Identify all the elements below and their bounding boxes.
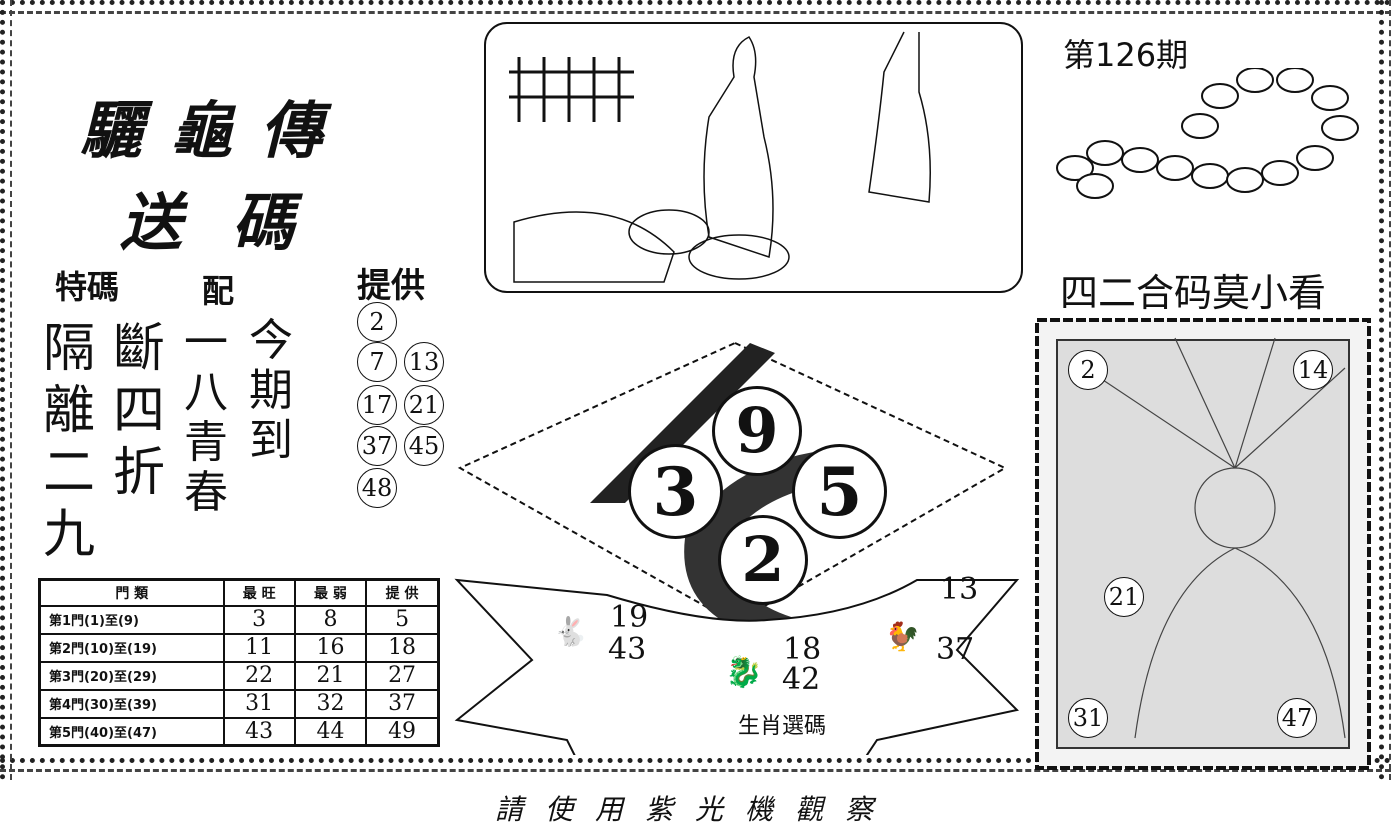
zodiac-label: 生肖選碼 [738,714,827,739]
header-cell: 最 弱 [293,578,368,607]
provide-number: 37 [357,426,397,466]
right-number: 21 [1104,577,1144,617]
riddle-char: 青 [184,417,228,468]
cell: 8 [293,604,368,635]
riddle-char: 二 [42,443,95,503]
riddle-char: 一 [184,317,228,368]
pei-label: 配 [202,272,235,310]
provide-number: 21 [404,385,444,425]
riddle-char: 到 [249,415,293,466]
zodiac-number: 18 [783,632,822,667]
bottom-border-pattern [0,758,1391,772]
right-number: 14 [1293,350,1333,390]
issue-number: 第126期 [1063,36,1189,74]
bead-chain-illustration [1056,68,1359,199]
riddle-column-1: 隔 離 二 九 [38,318,100,566]
lucky-ball: 2 [718,515,808,605]
rooster-icon: 🐓 [885,620,920,653]
cell: 43 [222,716,296,747]
lucky-ball: 3 [628,444,723,539]
cell: 18 [365,632,440,663]
dragon-icon: 🐉 [725,655,763,690]
right-number: 2 [1068,350,1108,390]
zodiac-number: 43 [608,632,647,667]
riddle-column-4: 今 期 到 [245,316,297,466]
right-border-pattern [1379,0,1391,780]
provide-number: 2 [357,302,397,342]
provide-number: 45 [404,426,444,466]
provide-number: 13 [404,342,444,382]
zodiac-number: 19 [610,600,649,635]
riddle-char: 八 [184,367,228,418]
footer-note: 請使用紫光機觀察 [495,793,896,826]
cell: 44 [293,716,368,747]
cell: 37 [365,688,440,719]
left-border-pattern [0,0,12,780]
right-number: 31 [1068,698,1108,738]
riddle-char: 離 [42,381,95,441]
cell: 第4門(30)至(39) [38,688,225,719]
tema-label: 特碼 [55,268,120,306]
cell: 32 [293,688,368,719]
top-border-pattern [0,0,1391,14]
cell: 第2門(10)至(19) [38,632,225,663]
provide-label: 提供 [357,266,425,306]
header-cell: 最 旺 [222,578,296,607]
cell: 27 [365,660,440,691]
cell: 21 [293,660,368,691]
riddle-char: 九 [42,505,95,565]
table-header-row: 門 類 最 旺 最 弱 提 供 [38,578,440,607]
header-cell: 提 供 [365,578,440,607]
riddle-char: 今 [249,315,293,366]
riddle-char: 隔 [42,319,95,379]
cell: 第5門(40)至(47) [38,716,225,747]
subtitle-calligraphy: 送碼 [120,186,345,259]
zodiac-number: 42 [782,662,821,697]
zodiac-number: 37 [936,632,975,667]
riddle-char: 期 [249,365,293,416]
cell: 第1門(1)至(9) [38,604,225,635]
buddha-illustration [1035,318,1371,770]
zodiac-number: 13 [940,572,979,607]
riddle-char: 斷 [112,319,165,379]
lucky-ball: 5 [792,444,887,539]
cell: 22 [222,660,296,691]
right-number: 47 [1277,698,1317,738]
cell: 3 [222,604,296,635]
riddle-char: 春 [184,467,228,518]
cell: 49 [365,716,440,747]
riddle-char: 四 [112,381,165,441]
cell: 第3門(20)至(29) [38,660,225,691]
riddle-column-3: 一 八 青 春 [180,318,232,518]
cell: 31 [222,688,296,719]
cell: 5 [365,604,440,635]
provide-number: 17 [357,385,397,425]
illustration-figures [484,22,1023,293]
provide-number: 7 [357,342,397,382]
riddle-column-2: 斷 四 折 [108,318,170,504]
title-calligraphy: 驪龜傳 [80,94,351,167]
rabbit-icon: 🐇 [553,615,588,648]
cell: 11 [222,632,296,663]
lucky-ball: 9 [712,386,802,476]
header-cell: 門 類 [38,578,225,607]
cell: 16 [293,632,368,663]
riddle-char: 折 [112,443,165,503]
zodiac-banner [454,578,1020,755]
provide-number: 48 [357,468,397,508]
slogan: 四二合码莫小看 [1060,271,1327,315]
